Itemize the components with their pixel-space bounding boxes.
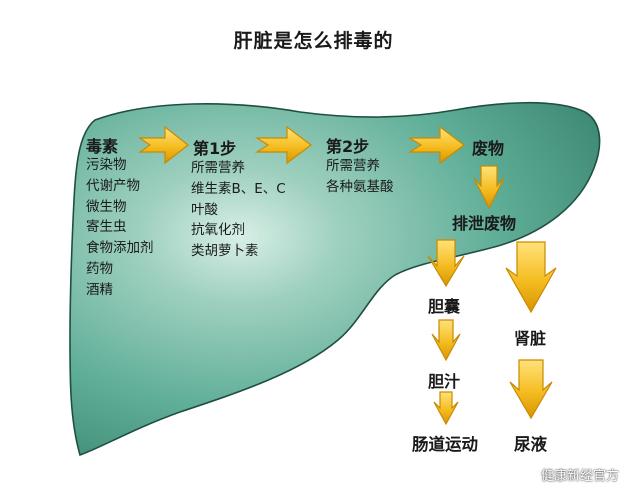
bile-label: 胆汁 — [428, 372, 461, 391]
toxin-item: 寄生虫 — [86, 219, 127, 236]
page-title: 肝脏是怎么排毒的 — [233, 30, 394, 52]
arrow-step2-to-waste — [407, 125, 465, 165]
toxins-list: 污染物 代谢产物 微生物 寄生虫 食物添加剂 药物 酒精 — [86, 155, 154, 301]
urine-label: 尿液 — [514, 435, 547, 454]
step1-item: 维生素B、E、C — [191, 180, 286, 197]
arrow-kidney-to-urine — [509, 359, 553, 420]
toxin-item: 药物 — [86, 260, 113, 277]
excrete-label: 排泄废物 — [452, 214, 517, 233]
step1-list: 所需营养 维生素B、E、C 叶酸 抗氧化剂 类胡萝卜素 — [191, 158, 286, 262]
step1-item: 叶酸 — [191, 201, 218, 218]
step1-heading: 第1步 — [193, 139, 237, 158]
toxins-heading: 毒素 — [86, 137, 119, 156]
step2-item: 各种氨基酸 — [326, 178, 394, 195]
step2-list: 所需营养 各种氨基酸 — [326, 156, 394, 198]
intestine-label: 肠道运动 — [412, 435, 478, 454]
arrow-gallbladder-to-bile — [431, 319, 461, 362]
kidney-label: 肾脏 — [514, 329, 547, 348]
toxin-item: 代谢产物 — [86, 177, 140, 194]
watermark: 健康新经官方 — [540, 469, 619, 484]
arrow-bile-to-intestine — [433, 391, 459, 426]
step1-item: 抗氧化剂 — [191, 222, 245, 239]
arrow-toxins-to-step1 — [138, 125, 189, 165]
gallbladder-label: 胆囊 — [428, 297, 461, 316]
toxin-item: 酒精 — [86, 281, 113, 298]
liver-shape — [69, 101, 601, 457]
step2-item: 所需营养 — [326, 158, 380, 174]
toxin-item: 微生物 — [86, 198, 127, 215]
step1-item: 所需营养 — [191, 160, 245, 176]
arrow-to-gallbladder — [427, 239, 465, 288]
step2-heading: 第2步 — [326, 137, 370, 156]
arrow-waste-to-excrete — [473, 165, 505, 210]
toxin-item: 食物添加剂 — [86, 240, 154, 257]
waste-label: 废物 — [472, 139, 505, 158]
arrow-to-kidney — [505, 241, 557, 314]
arrow-step1-to-step2 — [254, 125, 312, 165]
toxin-item: 污染物 — [86, 157, 127, 173]
step1-item: 类胡萝卜素 — [191, 243, 259, 260]
